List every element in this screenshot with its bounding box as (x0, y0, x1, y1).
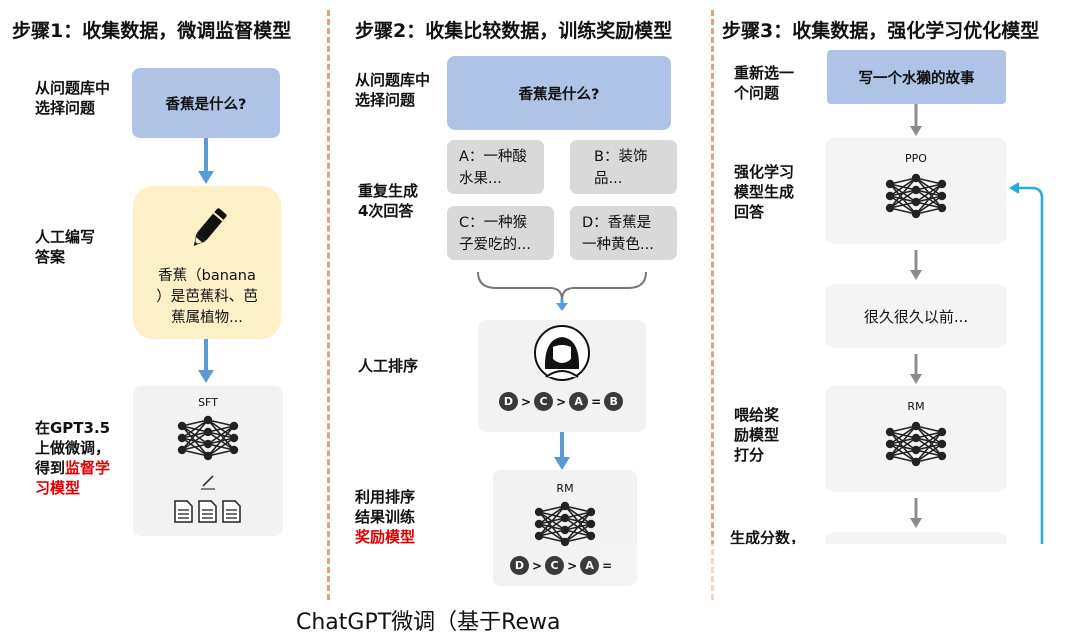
step1-sft-card: SFT (133, 386, 283, 536)
step1-arrow-2 (198, 339, 214, 383)
bottom-fade-overlay (590, 544, 1080, 643)
neural-network-icon (885, 173, 947, 219)
small-pencil-icon (201, 475, 215, 490)
pencil-icon (193, 208, 227, 246)
rm-model-name-step3: RM (907, 400, 925, 413)
step3-ppo-card: PPO (826, 138, 1006, 244)
step1-title: 步骤1：收集数据，微调监督模型 (12, 20, 292, 42)
neural-network-icon (534, 501, 596, 547)
step1-question-box: 香蕉是什么? (132, 68, 280, 138)
figure-caption: ChatGPT微调（基于Rewa (296, 610, 561, 635)
option-b: B：装饰品... (570, 140, 677, 194)
step3-reselect-label: 重新选一 个问题 (734, 64, 795, 102)
step3-score-label: 生成分数， (730, 529, 806, 547)
sft-model-name: SFT (198, 396, 218, 409)
step-divider-1 (327, 10, 330, 600)
rm-model-name: RM (556, 482, 574, 495)
option-d: D：香蕉是一种黄色... (570, 206, 677, 260)
step2-rank-label: 人工排序 (358, 357, 419, 375)
step1-answer-box: 香蕉（banana ）是芭蕉科、芭 蕉属植物... (133, 186, 281, 339)
step2-repeat-label: 重复生成 4次回答 (358, 182, 419, 220)
step3-response-text: 很久很久以前... (863, 307, 969, 326)
step2-arrow (554, 432, 570, 470)
step3-title: 步骤3：收集数据，强化学习优化模型 (722, 20, 1040, 42)
step3-ppo-label: 强化学习 模型生成 回答 (734, 163, 795, 221)
step1-finetune-label: 在GPT3.5 上做微调， 得到监督学 习模型 (35, 419, 111, 497)
person-avatar-icon (534, 325, 590, 381)
step3-question-box: 写一个水獭的故事 (827, 50, 1006, 104)
step3-rm-label: 喂给奖 励模型 打分 (734, 406, 780, 464)
step-divider-2 (711, 10, 714, 600)
document-icon (198, 500, 217, 523)
neural-network-icon (885, 421, 947, 467)
step2-train-label: 利用排序 结果训练 奖励模型 (355, 488, 416, 546)
step2-ranking-card: D > C > A = B (478, 320, 646, 432)
step2-question-box: 香蕉是什么? (447, 56, 671, 130)
document-icon (222, 500, 241, 523)
option-a: A：一种酸水果... (447, 140, 544, 194)
step3-response-box: 很久很久以前... (826, 284, 1006, 348)
step1-write-label: 人工编写 答案 (35, 228, 96, 266)
step1-select-label: 从问题库中 选择问题 (35, 79, 111, 117)
step1-answer-text: 香蕉（banana ）是芭蕉科、芭 蕉属植物... (156, 268, 258, 326)
option-c: C：一种猴子爱吃的... (447, 206, 554, 260)
document-icon (174, 500, 193, 523)
step1-arrow-1 (198, 138, 214, 184)
step2-title: 步骤2：收集比较数据，训练奖励模型 (355, 20, 673, 42)
step3-rm-card: RM (826, 386, 1006, 492)
document-icons (173, 500, 242, 523)
step2-select-label: 从问题库中 选择问题 (355, 71, 431, 109)
brace-icon (477, 271, 647, 311)
ppo-model-name: PPO (905, 152, 927, 165)
step3-arrow-2 (910, 250, 922, 280)
step3-question-text: 写一个水獭的故事 (858, 70, 975, 87)
step2-question-text: 香蕉是什么? (518, 86, 600, 103)
step3-arrow-1 (910, 104, 922, 136)
ranking-row-rm: D > C > A = (510, 556, 612, 575)
neural-network-icon (177, 415, 239, 461)
feedback-arrow (1009, 182, 1044, 574)
step3-arrow-3 (910, 354, 922, 384)
step3-arrow-4 (910, 498, 922, 528)
ranking-row: D > C > A = B (499, 392, 624, 411)
step1-question-text: 香蕉是什么? (165, 96, 247, 113)
